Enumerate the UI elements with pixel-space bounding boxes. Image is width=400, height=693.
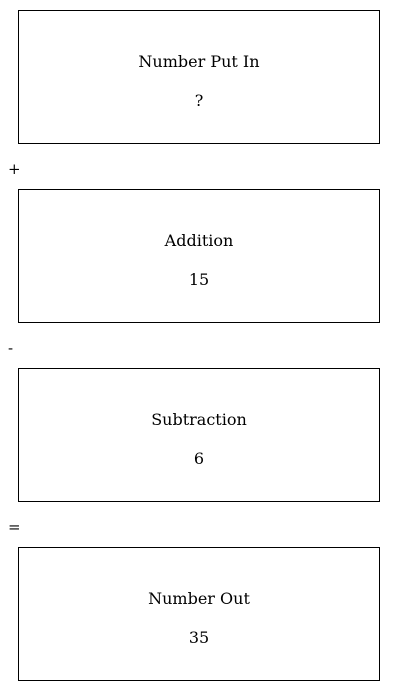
number-out-label: Number Out — [148, 589, 250, 608]
equals-operator: = — [8, 518, 21, 536]
minus-operator: - — [8, 339, 14, 357]
subtraction-label: Subtraction — [151, 410, 247, 429]
subtraction-value: 6 — [193, 449, 205, 468]
addition-label: Addition — [164, 231, 234, 250]
addition-box: Addition 15 — [18, 189, 380, 323]
number-put-in-box: Number Put In ? — [18, 10, 380, 144]
number-put-in-label: Number Put In — [138, 52, 260, 71]
number-out-box: Number Out 35 — [18, 547, 380, 681]
number-put-in-value: ? — [194, 91, 204, 110]
plus-operator: + — [8, 160, 21, 178]
addition-value: 15 — [188, 270, 210, 289]
number-out-value: 35 — [188, 628, 210, 647]
subtraction-box: Subtraction 6 — [18, 368, 380, 502]
